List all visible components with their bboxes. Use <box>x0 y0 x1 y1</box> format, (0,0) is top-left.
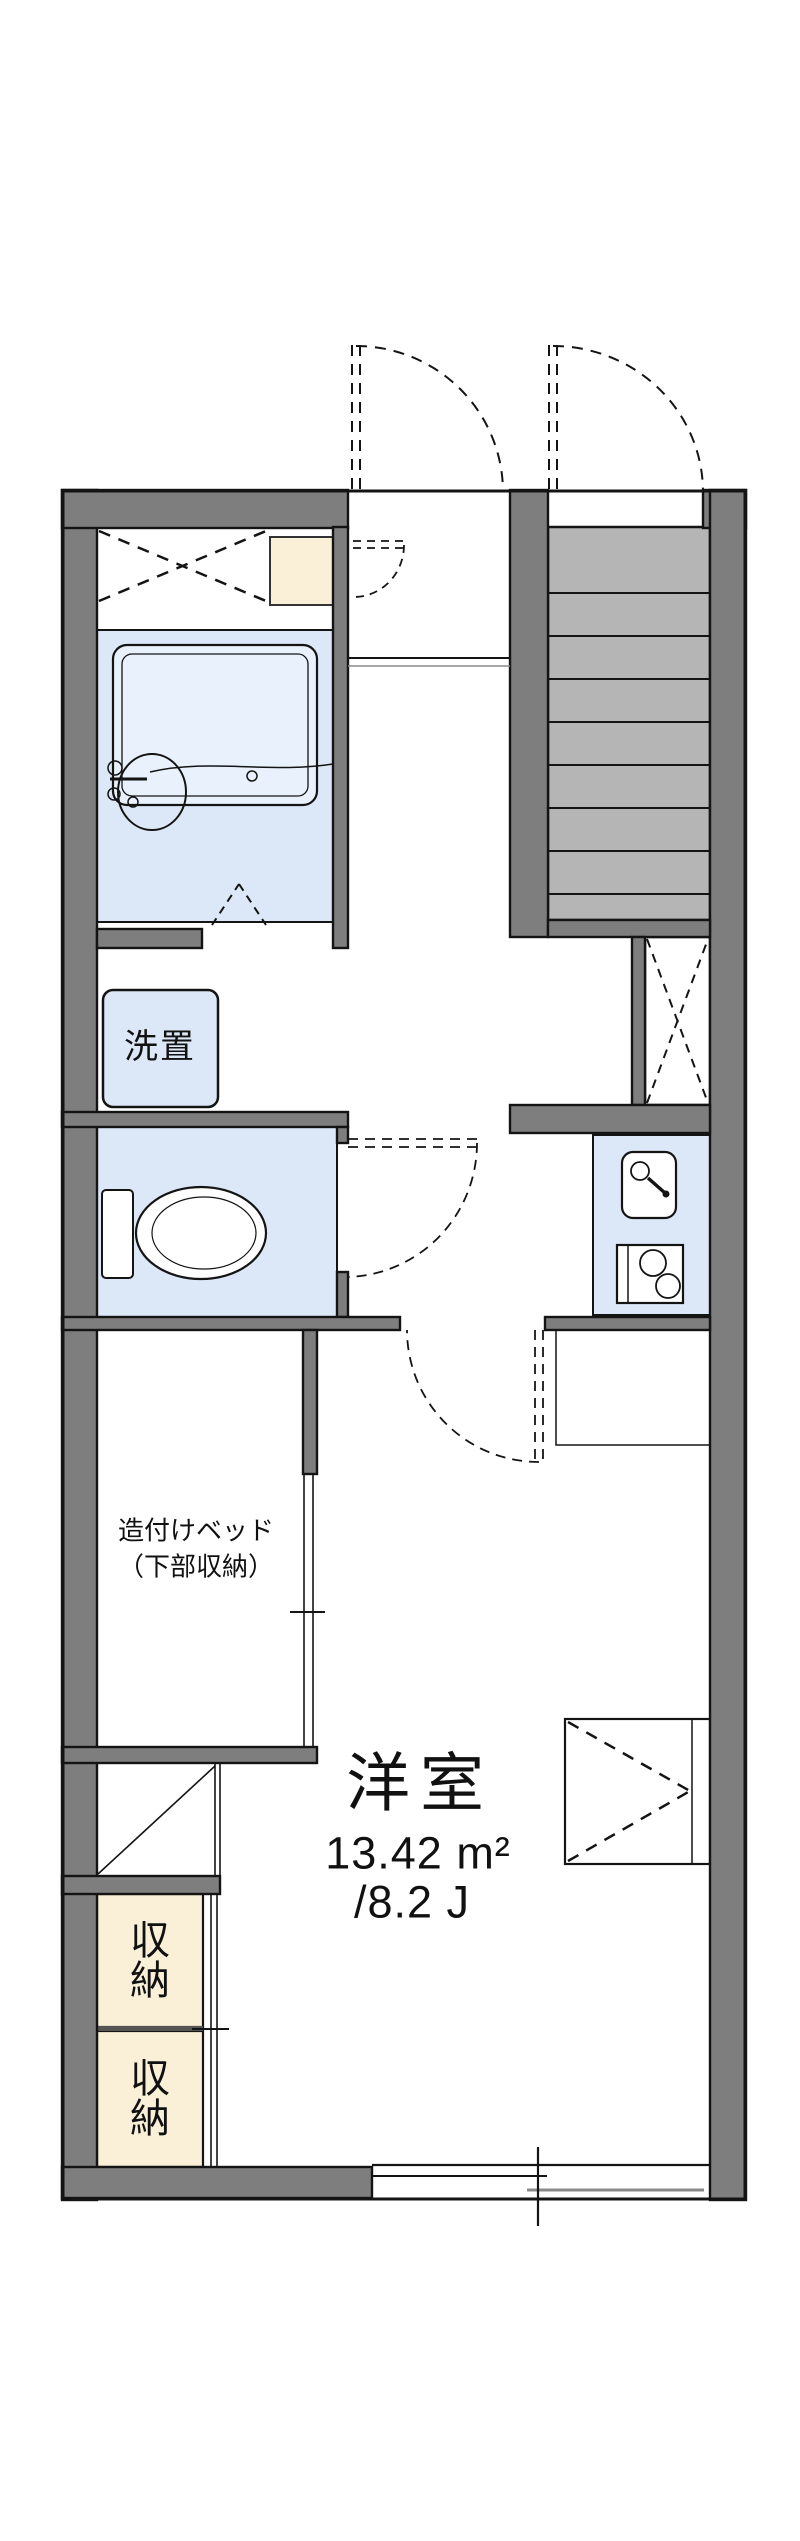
wall-stair-left <box>508 488 550 939</box>
kitchen-stove <box>615 1243 685 1305</box>
entry-door-right-swing <box>548 345 704 493</box>
wall-toilet-right-stub <box>335 1125 350 1145</box>
wall-toilet-bottom <box>60 1315 402 1332</box>
wall-understairs-bottom <box>60 1874 222 1896</box>
bottom-window <box>372 2147 710 2226</box>
wall-bottom-left <box>60 2165 374 2200</box>
wall-bathroom-bottom <box>95 927 204 950</box>
bed-label-line2: （下部収納） <box>117 1551 275 1582</box>
kitchen-sink <box>620 1150 678 1220</box>
storage-upper-label: 収 納 <box>130 1919 170 2003</box>
stair-body <box>546 525 712 922</box>
overhead-cross-area <box>98 529 267 603</box>
wall-void-divider <box>630 935 647 1107</box>
main-room-label: 洋室 <box>346 1747 494 1820</box>
wall-toilet-top <box>60 1110 350 1129</box>
wall-below-kitchen <box>543 1315 712 1332</box>
main-room-area-jo: /8.2 J <box>353 1876 471 1928</box>
bath-water-line <box>149 763 334 773</box>
wall-left-outer <box>60 488 99 2202</box>
tub-drain <box>246 770 258 782</box>
staircase <box>546 525 712 922</box>
under-stairs-space <box>97 1763 221 1876</box>
bay-window-box <box>563 1717 712 1866</box>
wall-bed-bottom <box>60 1745 319 1765</box>
wall-bed-right <box>301 1328 319 1476</box>
building-outline <box>61 489 747 2201</box>
main-room-area-sqm: 13.42 m² <box>325 1827 511 1879</box>
washer-place-label: 洗置 <box>124 1028 196 1067</box>
stove-burner <box>655 1273 681 1299</box>
toilet-tank <box>101 1189 134 1279</box>
door-swing-arc <box>355 345 504 493</box>
toilet <box>101 1185 268 1281</box>
door-swing-arc <box>552 345 704 493</box>
bed-open-edge <box>290 1474 325 1750</box>
window-chevron <box>567 1720 691 1863</box>
kitchen-faucet <box>630 1161 650 1181</box>
stove-burner <box>639 1249 667 1277</box>
wall-toilet-right-stub <box>335 1270 350 1319</box>
wall-stair-bottom <box>546 918 712 939</box>
toilet-door-swing <box>347 1138 478 1278</box>
toilet-bowl <box>134 1185 268 1281</box>
refrigerator-space <box>555 1329 711 1446</box>
entry-closet-door-swing <box>353 540 405 598</box>
wall-right-outer <box>708 488 748 2202</box>
wall-top-left <box>60 488 350 530</box>
entry-door-left-swing <box>351 345 504 493</box>
washer-place-box <box>101 988 220 1109</box>
wall-kitchen-top <box>508 1103 712 1135</box>
main-room-door-swing <box>406 1329 544 1463</box>
storage-lower-box <box>95 2029 205 2169</box>
storage-divider <box>97 2026 203 2031</box>
bed-label-line1: 造付けベッド <box>117 1515 275 1546</box>
storage-lower-label: 収 納 <box>130 2057 170 2141</box>
bathtub <box>111 643 319 807</box>
bath-sink <box>107 753 187 831</box>
diagonal-line <box>97 1765 216 1875</box>
wall-washroom-right <box>331 525 350 950</box>
storage-upper-box <box>95 1892 205 2029</box>
storage-door-edge <box>192 1894 229 2167</box>
void-box-cross <box>646 938 709 1104</box>
